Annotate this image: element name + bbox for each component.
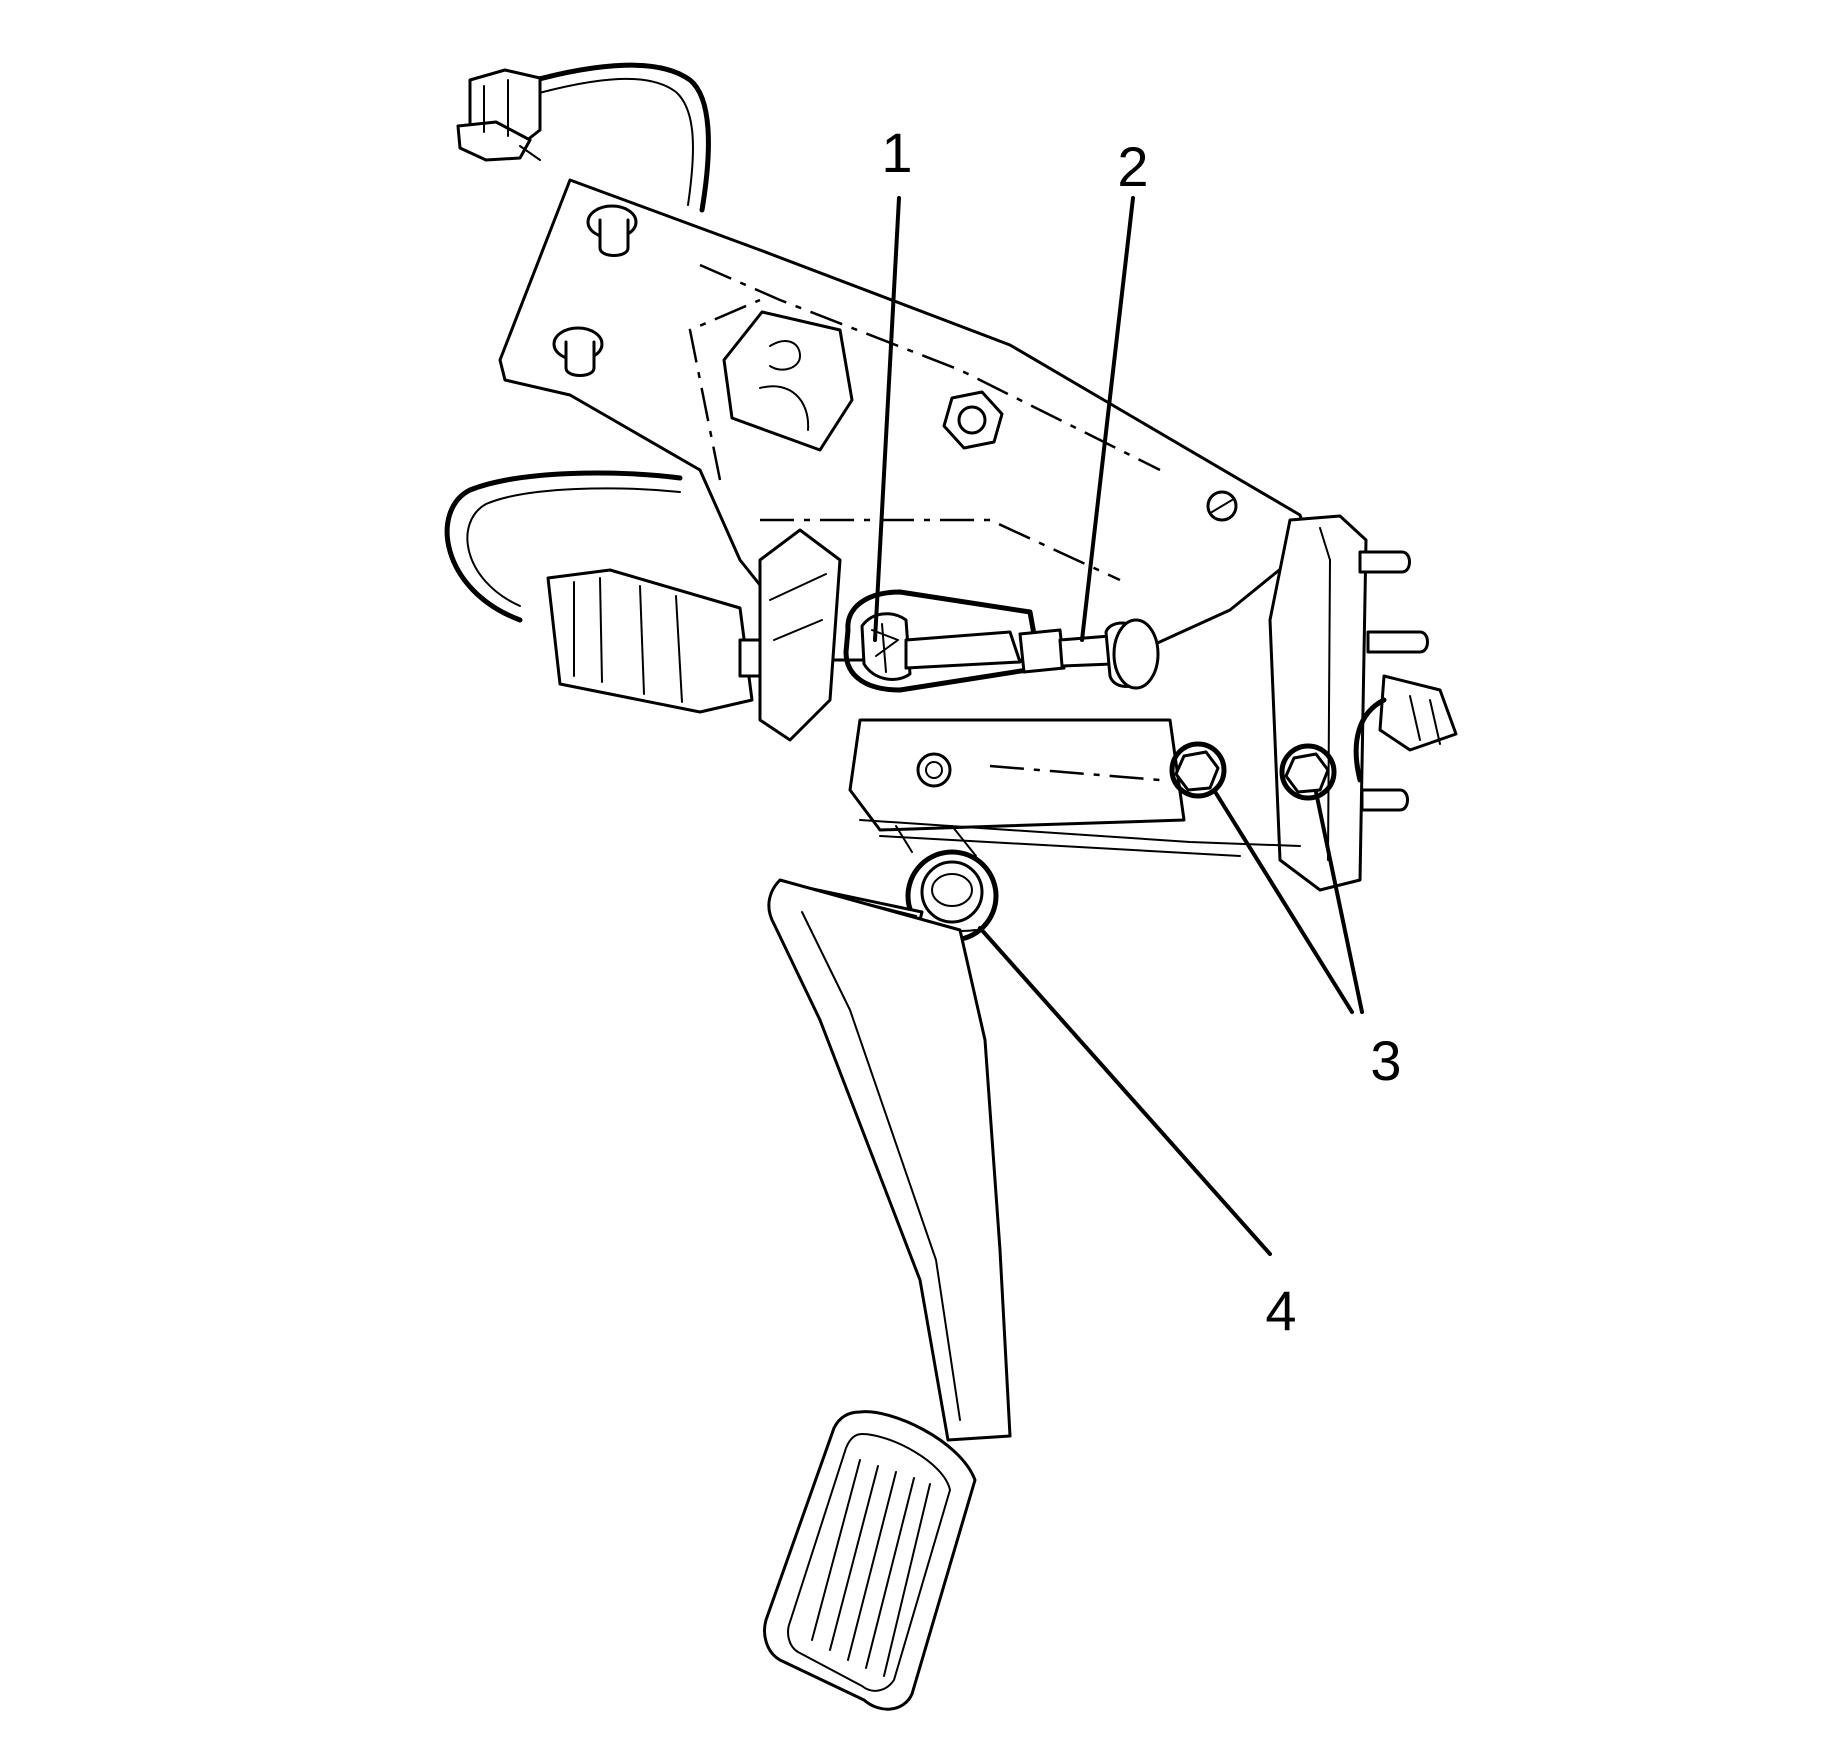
leader-line-3a xyxy=(1212,788,1354,1014)
pivot-bolt-right xyxy=(1279,743,1337,801)
bracket-nut xyxy=(942,390,1004,450)
leader-line-4 xyxy=(978,926,1272,1256)
leader-lines xyxy=(873,196,1364,1256)
pedal-pad xyxy=(763,1410,977,1711)
bracket-pocket xyxy=(722,310,854,452)
bracket-stud-upper xyxy=(586,204,638,257)
bracket-screw xyxy=(1206,490,1238,522)
leader-line-3b xyxy=(1314,790,1364,1014)
upper-wiring-harness xyxy=(525,62,711,213)
callout-3: 3 xyxy=(1370,1029,1401,1092)
pedal-hinge-housing xyxy=(848,718,1301,857)
leader-line-2 xyxy=(1080,196,1135,642)
clutch-pushrod xyxy=(1018,618,1160,690)
bracket-stud-lower xyxy=(552,326,604,377)
callout-labels: 1 2 3 4 xyxy=(881,121,1401,1342)
upper-harness-connector xyxy=(456,68,542,162)
pedal-arm xyxy=(767,878,1012,1442)
side-harness-connector xyxy=(1353,674,1458,783)
lower-wiring-harness xyxy=(444,470,683,623)
callout-4: 4 xyxy=(1265,1279,1296,1342)
side-bracket-studs xyxy=(1358,550,1429,812)
pedal-bracket-plate xyxy=(498,178,1312,662)
callout-2: 2 xyxy=(1117,135,1148,198)
switch-mounting-bracket xyxy=(758,528,842,742)
callout-1: 1 xyxy=(881,121,912,184)
side-bracket xyxy=(1268,514,1368,892)
leader-line-1 xyxy=(873,196,901,642)
pivot-bolt-left xyxy=(1169,741,1227,799)
